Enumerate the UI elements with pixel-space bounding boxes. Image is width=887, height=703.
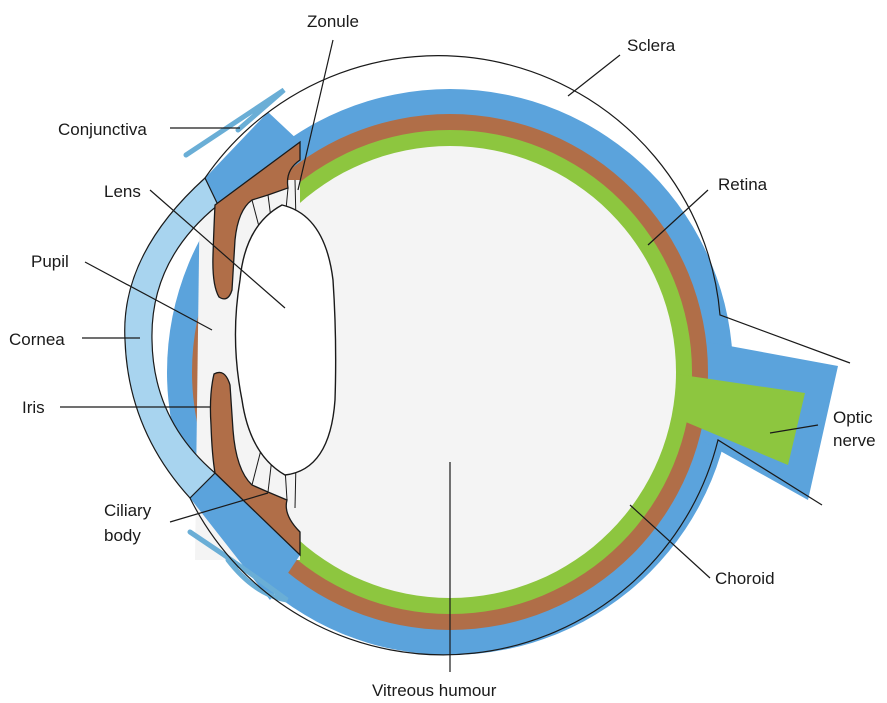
label-iris: Iris (22, 398, 45, 417)
label-vitreous-humour: Vitreous humour (372, 681, 497, 700)
label-ciliary-body-2: body (104, 526, 141, 545)
label-retina: Retina (718, 175, 768, 194)
label-conjunctiva: Conjunctiva (58, 120, 147, 139)
label-choroid: Choroid (715, 569, 775, 588)
label-cornea: Cornea (9, 330, 65, 349)
label-lens: Lens (104, 182, 141, 201)
label-zonule: Zonule (307, 12, 359, 31)
sclera-leader (568, 55, 620, 96)
label-sclera: Sclera (627, 36, 676, 55)
label-optic-nerve-1: Optic (833, 408, 873, 427)
label-optic-nerve-2: nerve (833, 431, 876, 450)
lens-shape (235, 205, 335, 475)
label-pupil: Pupil (31, 252, 69, 271)
label-ciliary-body-1: Ciliary (104, 501, 152, 520)
